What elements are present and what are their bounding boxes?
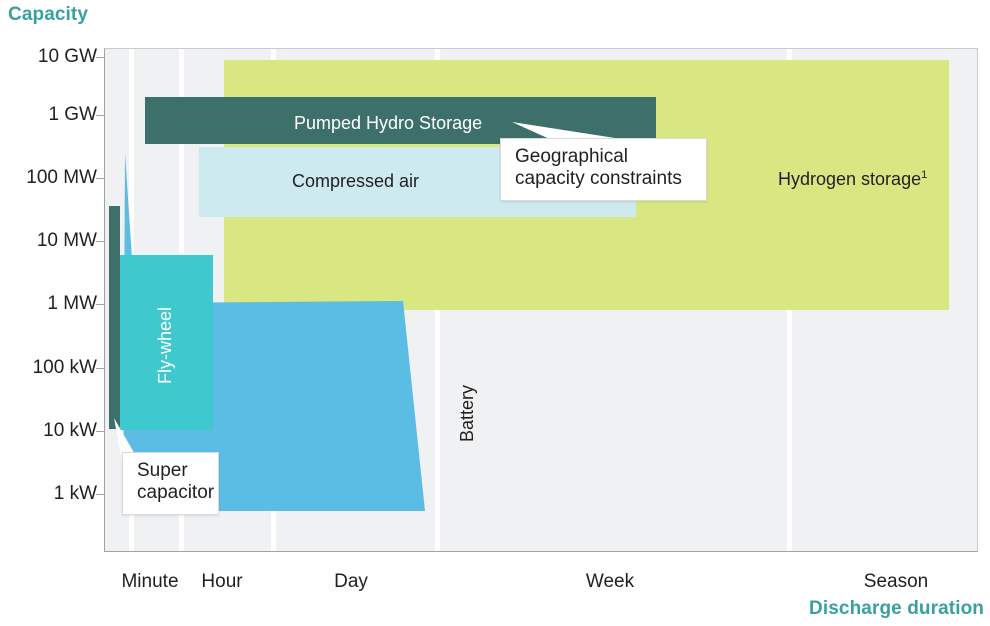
region-label-battery: Battery bbox=[457, 385, 477, 443]
geographical-capacity-callout[interactable]: Geographical capacity constraints bbox=[500, 138, 707, 201]
geographical-callout-line1: Geographical bbox=[515, 146, 629, 167]
y-tick-label-10gw: 10 GW bbox=[37, 46, 97, 67]
supercapacitor-callout-line1: Super bbox=[137, 460, 188, 481]
region-supercapacitor[interactable] bbox=[109, 206, 120, 429]
y-tick-mark bbox=[96, 115, 105, 116]
y-tick-mark bbox=[96, 178, 105, 179]
x-tick-label-week: Week bbox=[585, 571, 635, 592]
hydrogen-footnote-marker: 1 bbox=[921, 169, 928, 181]
supercapacitor-callout-line2: capacitor bbox=[137, 482, 215, 504]
y-tick-label-10kw: 10 kW bbox=[43, 420, 97, 441]
y-tick-mark bbox=[96, 304, 105, 305]
region-label-pumped-hydro-storage: Pumped Hydro Storage bbox=[294, 113, 483, 133]
y-tick-mark bbox=[96, 241, 105, 242]
y-tick-mark bbox=[96, 368, 105, 369]
x-tick-label-day: Day bbox=[334, 571, 368, 592]
y-tick-mark bbox=[96, 57, 105, 58]
y-tick-mark bbox=[96, 431, 105, 432]
y-axis-title: Capacity bbox=[8, 4, 89, 25]
region-label-flywheel: Fly-wheel bbox=[155, 307, 175, 385]
x-axis-title: Discharge duration bbox=[809, 598, 984, 619]
supercapacitor-callout[interactable]: Super capacitor bbox=[122, 452, 219, 515]
y-tick-label-1gw: 1 GW bbox=[48, 104, 97, 125]
x-tick-label-season: Season bbox=[863, 571, 929, 592]
y-tick-label-10mw: 10 MW bbox=[36, 230, 97, 251]
chart-plot-area: Hydrogen storage1 Battery Compressed air… bbox=[104, 48, 978, 552]
region-label-hydrogen-storage: Hydrogen storage1 bbox=[778, 169, 927, 190]
x-tick-label-hour: Hour bbox=[201, 571, 243, 592]
y-tick-label-1mw: 1 MW bbox=[47, 293, 97, 314]
region-flywheel[interactable] bbox=[119, 255, 213, 430]
y-tick-mark bbox=[96, 494, 105, 495]
y-tick-label-1kw: 1 kW bbox=[53, 483, 97, 504]
y-tick-label-100kw: 100 kW bbox=[32, 357, 97, 378]
y-tick-label-100mw: 100 MW bbox=[26, 167, 97, 188]
hydrogen-label-text: Hydrogen storage bbox=[778, 169, 922, 189]
x-tick-label-minute: Minute bbox=[121, 571, 179, 592]
region-label-compressed-air: Compressed air bbox=[292, 171, 420, 191]
geographical-callout-line2: capacity constraints bbox=[515, 168, 682, 190]
